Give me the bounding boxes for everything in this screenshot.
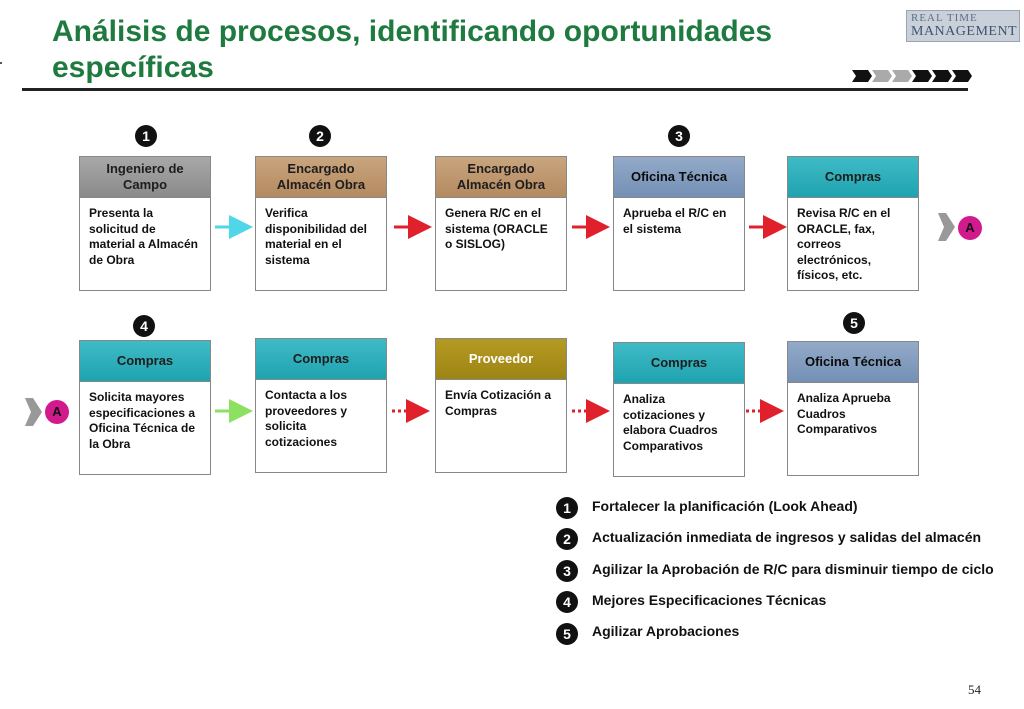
process-box-solicita-especificaciones: Compras Solicita mayores especificacione… <box>79 340 211 475</box>
continuation-arrow-in <box>25 398 42 426</box>
process-box-analiza-cotizaciones: Compras Analiza cotizaciones y elabora C… <box>613 342 745 477</box>
chevron-3 <box>892 70 912 82</box>
legend-text-2: Actualización inmediata de ingresos y sa… <box>592 529 982 545</box>
legend-marker-4: 4 <box>556 591 578 613</box>
legend-marker-3: 3 <box>556 560 578 582</box>
box-body: Aprueba el R/C en el sistema <box>614 197 744 237</box>
connector-a-out: A <box>958 216 982 240</box>
process-box-genera-rc: Encargado Almacén Obra Genera R/C en el … <box>435 156 567 291</box>
connector-a-in: A <box>45 400 69 424</box>
chevron-4 <box>912 70 932 82</box>
logo-line-1: REAL TIME <box>911 12 978 24</box>
process-box-envia-cotizacion: Proveedor Envía Cotización a Compras <box>435 338 567 473</box>
box-body: Revisa R/C en el ORACLE, fax, correos el… <box>788 197 918 284</box>
box-body: Envía Cotización a Compras <box>436 379 566 419</box>
page-title: Análisis de procesos, identificando opor… <box>52 15 773 84</box>
chevron-2 <box>872 70 892 82</box>
corner-tick <box>0 62 2 64</box>
box-header: Compras <box>614 343 744 383</box>
legend-text-1: Fortalecer la planificación (Look Ahead) <box>592 498 858 514</box>
box-body: Analiza Aprueba Cuadros Comparativos <box>788 382 918 438</box>
process-box-verifica-disponibilidad: Encargado Almacén Obra Verifica disponib… <box>255 156 387 291</box>
progress-chevrons <box>852 70 972 82</box>
box-header: Oficina Técnica <box>788 342 918 382</box>
legend-text-4: Mejores Especificaciones Técnicas <box>592 592 827 608</box>
legend-text-5: Agilizar Aprobaciones <box>592 623 740 639</box>
process-box-revisa-rc: Compras Revisa R/C en el ORACLE, fax, co… <box>787 156 919 291</box>
process-box-contacta-proveedores: Compras Contacta a los proveedores y sol… <box>255 338 387 473</box>
marker-5: 5 <box>843 312 865 334</box>
continuation-arrow-out <box>938 213 955 241</box>
box-header: Compras <box>788 157 918 197</box>
chevron-6 <box>952 70 972 82</box>
box-body: Verifica disponibilidad del material en … <box>256 197 386 268</box>
chevron-1 <box>852 70 872 82</box>
legend-marker-2: 2 <box>556 528 578 550</box>
box-header: Encargado Almacén Obra <box>436 157 566 197</box>
marker-3: 3 <box>668 125 690 147</box>
marker-1: 1 <box>135 125 157 147</box>
box-header: Proveedor <box>436 339 566 379</box>
box-header: Compras <box>256 339 386 379</box>
box-body: Presenta la solicitud de material a Alma… <box>80 197 210 268</box>
box-header: Ingeniero de Campo <box>80 157 210 197</box>
legend-marker-1: 1 <box>556 497 578 519</box>
title-divider <box>22 88 968 91</box>
box-body: Genera R/C en el sistema (ORACLE o SISLO… <box>436 197 566 253</box>
box-body: Contacta a los proveedores y solicita co… <box>256 379 386 450</box>
process-box-aprueba-rc: Oficina Técnica Aprueba el R/C en el sis… <box>613 156 745 291</box>
process-box-aprueba-cuadros: Oficina Técnica Analiza Aprueba Cuadros … <box>787 341 919 476</box>
marker-2: 2 <box>309 125 331 147</box>
legend-text-3: Agilizar la Aprobación de R/C para dismi… <box>592 561 994 577</box>
box-header: Oficina Técnica <box>614 157 744 197</box>
box-body: Solicita mayores especificaciones a Ofic… <box>80 381 210 452</box>
box-body: Analiza cotizaciones y elabora Cuadros C… <box>614 383 744 454</box>
legend-marker-5: 5 <box>556 623 578 645</box>
process-box-ingeniero-campo: Ingeniero de Campo Presenta la solicitud… <box>79 156 211 291</box>
box-header: Encargado Almacén Obra <box>256 157 386 197</box>
marker-4: 4 <box>133 315 155 337</box>
chevron-5 <box>932 70 952 82</box>
logo-line-2: MANAGEMENT <box>911 24 1018 39</box>
company-logo: REAL TIME MANAGEMENT <box>906 10 1020 42</box>
page-number: 54 <box>968 682 981 697</box>
box-header: Compras <box>80 341 210 381</box>
